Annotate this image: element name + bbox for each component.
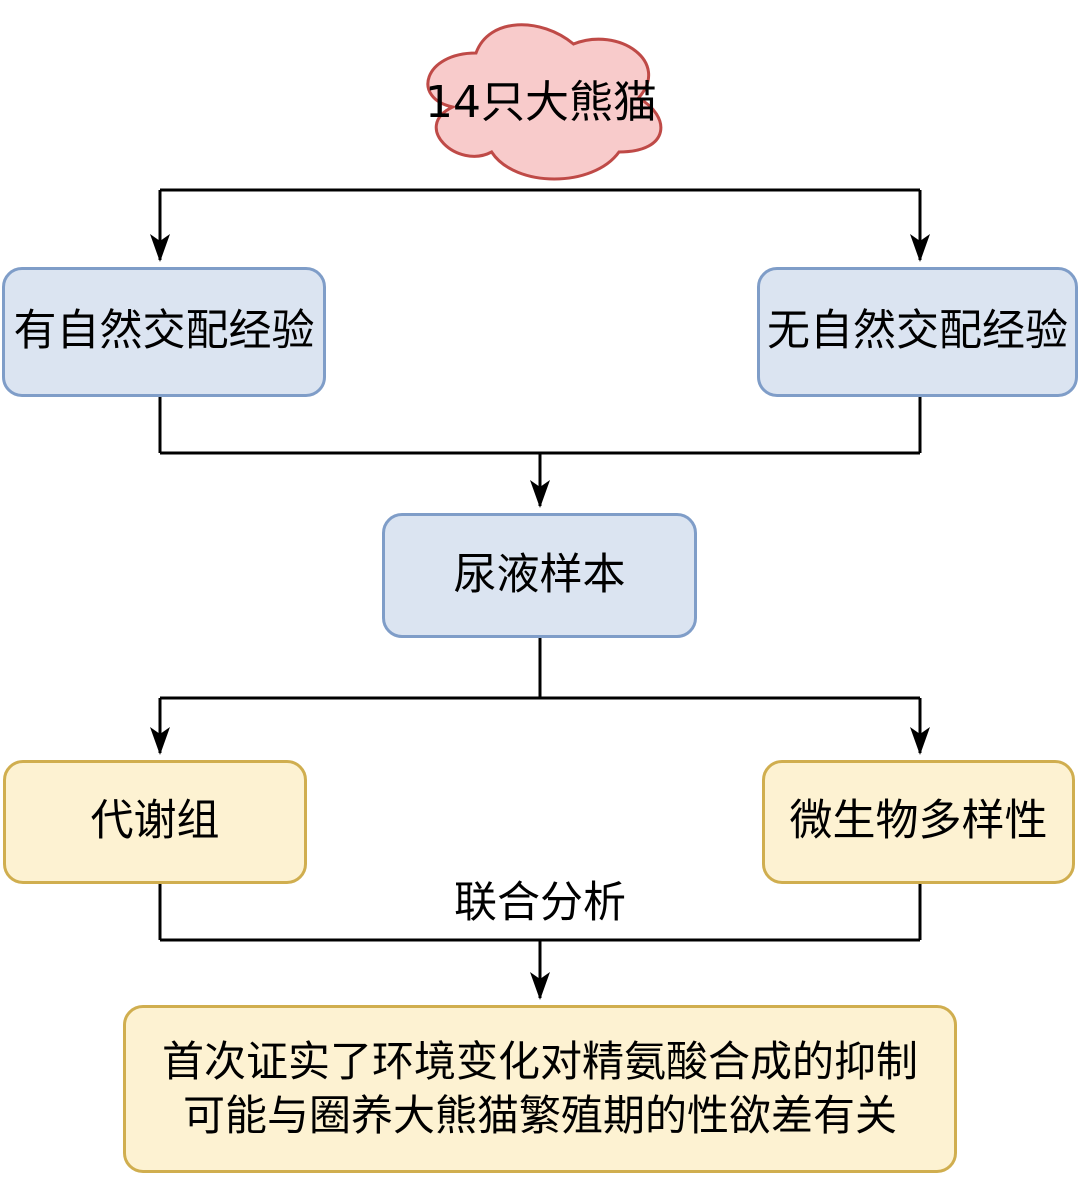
conclusion-line-1: 首次证实了环境变化对精氨酸合成的抑制 [161, 1037, 918, 1087]
connector-cloud-to-experience [150, 188, 930, 262]
conclusion-line-2: 可能与圈养大熊猫繁殖期的性欲差有关 [182, 1091, 897, 1140]
cloud-node-label: 14只大熊猫 [425, 77, 657, 128]
box-conclusion: 首次证实了环境变化对精氨酸合成的抑制 可能与圈养大熊猫繁殖期的性欲差有关 [123, 1005, 957, 1173]
joint-analysis-label: 联合分析 [454, 878, 626, 928]
cloud-shape [426, 23, 663, 181]
box-metabolome: 代谢组 [3, 760, 307, 884]
box-no-natural-mating-experience: 无自然交配经验 [757, 267, 1078, 397]
box-microbial-diversity: 微生物多样性 [762, 760, 1075, 884]
connector-analyses-to-conclusion [158, 884, 922, 1000]
box-natural-mating-experience: 有自然交配经验 [2, 267, 326, 397]
box-urine-sample: 尿液样本 [382, 513, 697, 638]
connector-urine-to-analyses [150, 638, 930, 755]
connector-experience-to-urine [158, 397, 922, 508]
